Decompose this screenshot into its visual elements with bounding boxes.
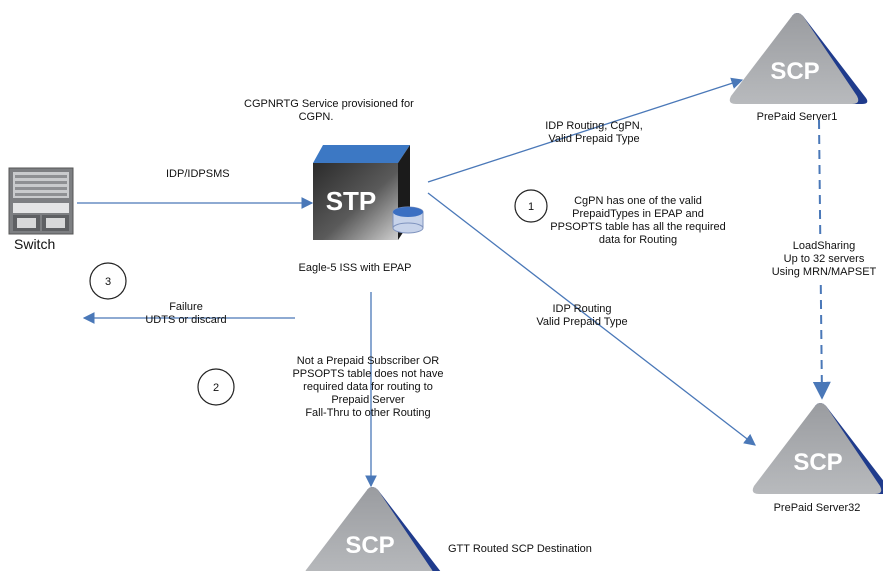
switch-device-icon [8, 167, 74, 235]
cgpn-note: CgPN has one of the valid PrepaidTypes i… [544, 195, 732, 247]
idp-routing-label: IDP Routing Valid Prepaid Type [520, 303, 644, 329]
arrow-stp-to-server32 [427, 192, 756, 446]
cgpn-note-line-2: PrepaidTypes in EPAP and [572, 208, 704, 220]
step-2-circle: 2 [197, 368, 235, 406]
idp-idpsms-label: IDP/IDPSMS [166, 168, 230, 180]
load-sharing-line-1: LoadSharing [792, 240, 856, 252]
fallthrough-line-2: PPSOPTS table does not have [292, 368, 444, 380]
svg-text:SCP: SCP [793, 449, 842, 476]
cgpnrtg-label: CGPNRTG Service provisioned for CGPN. [244, 98, 414, 124]
gtt-scp-caption: GTT Routed SCP Destination [448, 543, 592, 555]
fallthrough-line-4: Prepaid Server [331, 394, 405, 406]
failure-line-1: Failure [169, 301, 203, 313]
scp-gtt-icon: SCP [305, 487, 441, 571]
idp-routing-line-2: Valid Prepaid Type [536, 316, 628, 328]
idp-routing-cgpn-label: IDP Routing, CgPN, Valid Prepaid Type [524, 120, 664, 146]
cgpn-note-line-1: CgPN has one of the valid [574, 195, 702, 207]
cgpn-note-line-4: data for Routing [598, 234, 678, 246]
idp-routing-line-1: IDP Routing [552, 303, 612, 315]
stp-cube-icon: STP [313, 145, 424, 240]
step-1-circle: 1 [514, 189, 548, 223]
svg-text:SCP: SCP [770, 58, 819, 85]
svg-text:3: 3 [105, 276, 111, 288]
svg-text:SCP: SCP [345, 532, 394, 559]
arrow-stp-to-server1 [427, 77, 744, 183]
scp-server32-icon: SCP [752, 403, 883, 494]
fallthrough-line-5: Fall-Thru to other Routing [305, 407, 431, 419]
fallthrough-label: Not a Prepaid Subscriber OR PPSOPTS tabl… [268, 355, 468, 420]
server1-caption: PrePaid Server1 [756, 111, 838, 123]
fallthrough-line-1: Not a Prepaid Subscriber OR [296, 355, 440, 367]
cgpnrtg-line-1: CGPNRTG Service provisioned for [244, 98, 414, 110]
stp-caption: Eagle-5 ISS with EPAP [298, 262, 412, 274]
cgpnrtg-line-2: CGPN. [298, 111, 334, 123]
server32-caption: PrePaid Server32 [773, 502, 861, 514]
step-3-circle: 3 [89, 262, 127, 300]
failure-label: Failure UDTS or discard [130, 301, 242, 327]
load-sharing-line-3: Using MRN/MAPSET [771, 266, 877, 278]
idp-routing-cgpn-line-2: Valid Prepaid Type [548, 133, 640, 145]
idp-routing-cgpn-line-1: IDP Routing, CgPN, [545, 120, 643, 132]
svg-text:2: 2 [213, 382, 219, 394]
load-sharing-label: LoadSharing Up to 32 servers Using MRN/M… [768, 240, 880, 279]
switch-label: Switch [14, 236, 56, 252]
fallthrough-line-3: required data for routing to [303, 381, 433, 393]
load-sharing-line-2: Up to 32 servers [783, 253, 865, 265]
svg-text:1: 1 [528, 201, 534, 213]
stp-icon-text: STP [326, 186, 377, 216]
scp-server1-icon: SCP [729, 13, 868, 104]
cgpn-note-line-3: PPSOPTS table has all the required [550, 221, 726, 233]
failure-line-2: UDTS or discard [145, 314, 227, 326]
